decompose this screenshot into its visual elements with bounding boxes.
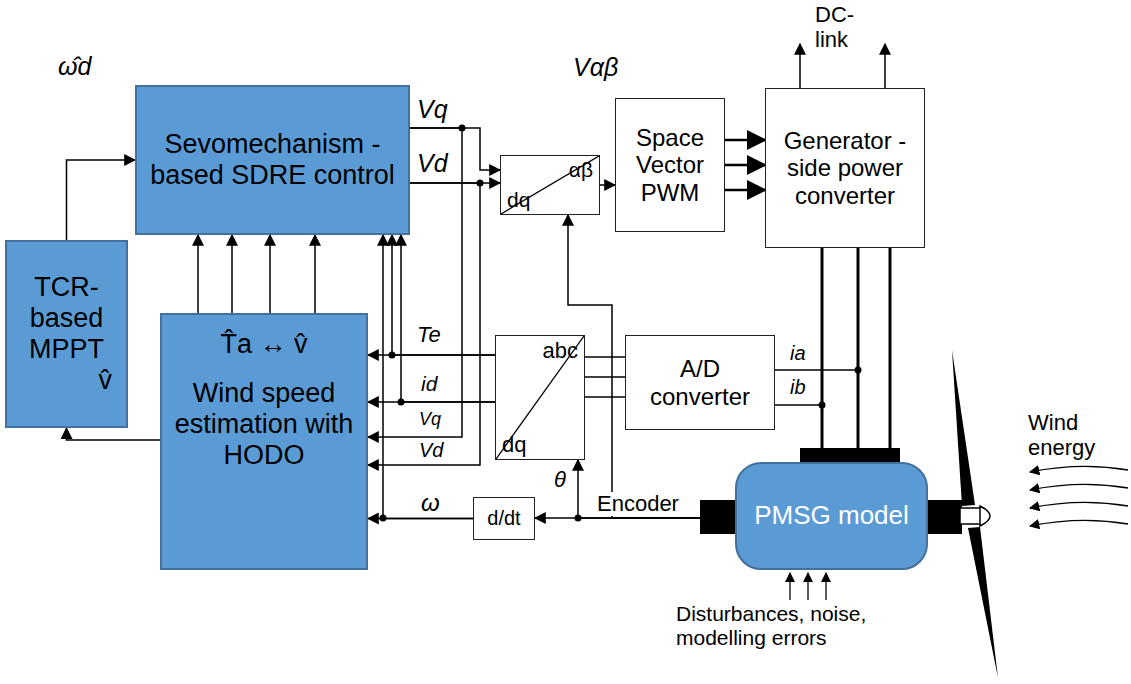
signal-connector (314, 235, 316, 313)
shaft-coupling (928, 500, 962, 534)
node-text: Generator -side power converter (772, 127, 918, 210)
dc-link-arrow (799, 44, 801, 88)
node-text: dq (502, 432, 578, 457)
node-text: d/dt (480, 507, 528, 530)
signal-label: Disturbances, noise, modelling errors (676, 602, 931, 650)
signal-connector (578, 460, 735, 518)
signal-connector (392, 235, 495, 355)
current-tap (775, 369, 858, 370)
current-tap (775, 404, 822, 405)
signal-label: Te (416, 323, 442, 347)
transform-box: abc dq (495, 335, 585, 460)
signal-connector (585, 396, 625, 397)
signal-connector (821, 248, 824, 462)
dc-link-arrow (884, 44, 886, 88)
node-text: PMSG model (743, 501, 920, 531)
signal-label: Encoder (596, 492, 680, 516)
pwm-box: Space Vector PWM (615, 98, 725, 232)
signal-label: ia (790, 342, 806, 365)
wind-turbine (952, 350, 998, 678)
signal-label: ω (420, 490, 441, 516)
signal-connector (585, 356, 625, 357)
signal-connector (67, 160, 136, 240)
signal-connector (725, 139, 765, 142)
signal-connector (231, 235, 233, 313)
signal-connector (197, 235, 199, 313)
node-text: αβ (507, 158, 593, 182)
node-text: T̂a ↔ v̂ (168, 329, 360, 360)
controller-box: Sevomechanism -based SDRE control (135, 85, 410, 235)
signal-connector (600, 184, 615, 186)
signal-label: Vd (418, 439, 444, 461)
wind-arrows (1030, 466, 1128, 526)
signal-connector (725, 164, 765, 167)
signal-label: ib (790, 376, 806, 399)
signal-connector (725, 189, 765, 192)
adc-box: A/D converter (625, 335, 775, 430)
signal-connector (383, 235, 473, 519)
signal-connector (857, 248, 860, 462)
node-text: dq (507, 188, 593, 212)
disturbance-arrows (790, 573, 826, 600)
signal-connector (585, 376, 625, 377)
signal-label: Wind energy (1028, 410, 1128, 461)
derivative-box: d/dt (473, 497, 535, 540)
signal-label: ω̂d (58, 52, 91, 81)
transform-box: αβ dq (500, 155, 600, 215)
signal-connector (67, 428, 161, 440)
node-text: abc (502, 338, 578, 363)
node-text: Wind speed estimation with HODO (168, 378, 360, 471)
node-text: TCR- based MPPT (11, 272, 122, 365)
generator-model: PMSG model (735, 462, 928, 570)
node-text: Space Vector PWM (622, 124, 718, 207)
node-text: v̂ (11, 365, 122, 396)
node-text: A/D converter (632, 355, 768, 410)
signal-connector (269, 235, 271, 313)
converter-box: Generator -side power converter (765, 88, 925, 248)
mppt-box: TCR- based MPPTv̂ (5, 240, 128, 428)
signal-label: Vαβ (572, 54, 619, 82)
signal-label: Vq (416, 96, 449, 124)
node-text: Sevomechanism -based SDRE control (143, 129, 402, 191)
signal-label: id (420, 372, 438, 395)
signal-label: θ (553, 468, 567, 492)
signal-label: Vq (418, 410, 442, 430)
signal-connector (889, 248, 892, 462)
signal-label: DC- link (815, 2, 865, 53)
signal-connector (401, 235, 495, 402)
estimator-box: T̂a ↔ v̂ Wind speed estimation with HODO (160, 313, 368, 570)
encoder-block (700, 500, 736, 534)
signal-label: Vd (416, 150, 449, 178)
